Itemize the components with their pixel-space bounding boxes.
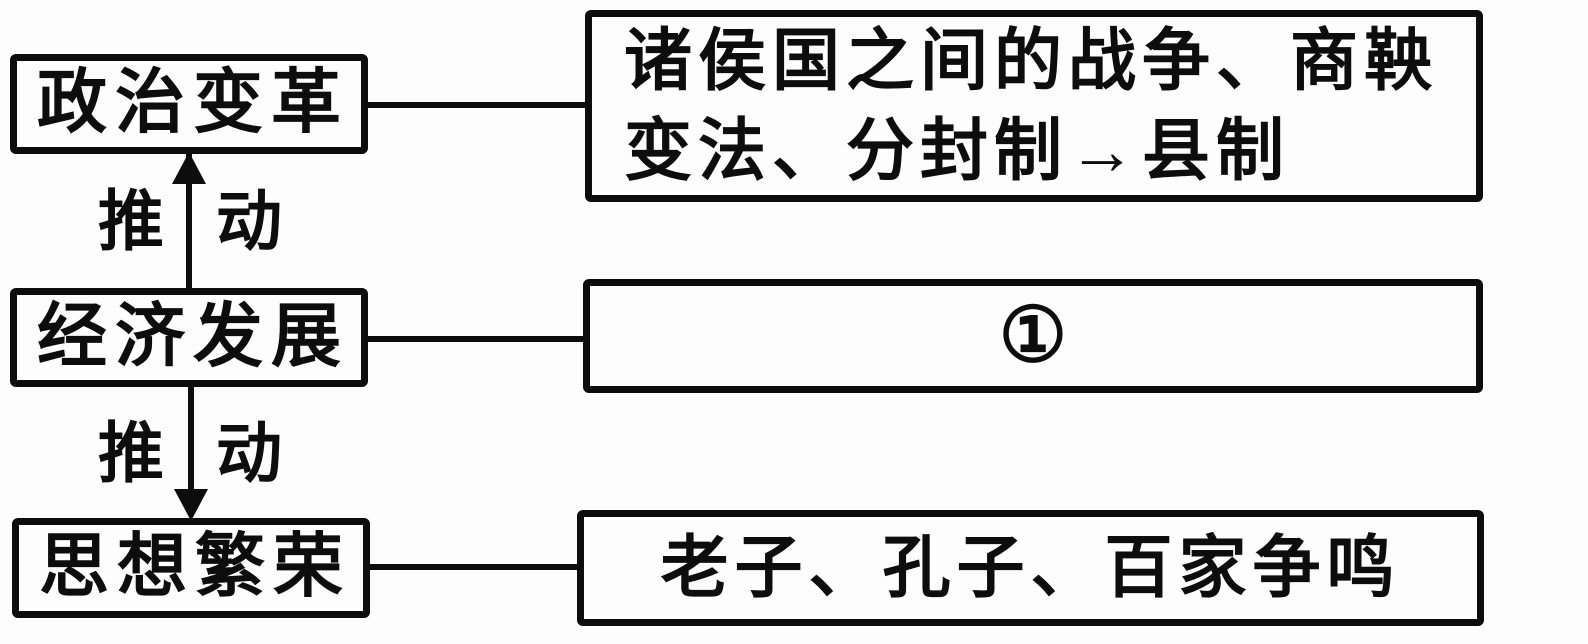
arrow-up-head <box>172 152 206 184</box>
political-details-line-2: 变法、分封制→县制 <box>624 113 1291 189</box>
box-political-reform-label: 政治变革 <box>37 65 349 142</box>
arrow-up-label-left: 推 <box>98 186 164 259</box>
arrow-up-shaft <box>186 154 192 290</box>
box-thought-flourishing-label: 思想繁荣 <box>39 529 351 606</box>
political-details-line-1: 诸侯国之间的战争、商鞅 <box>624 23 1439 99</box>
connector-thought <box>366 564 581 570</box>
arrow-down-shaft <box>188 387 194 493</box>
box-thought-flourishing: 思想繁荣 <box>12 518 370 618</box>
arrow-up-label: 推 动 <box>98 190 282 256</box>
arrow-down-head <box>174 489 208 521</box>
arrow-up-label-right: 动 <box>216 186 282 259</box>
box-political-reform-details: 诸侯国之间的战争、商鞅 变法、分封制→县制 <box>585 10 1483 202</box>
box-economic-development-details: ① <box>583 279 1483 393</box>
arrow-down-label-left: 推 <box>98 418 164 491</box>
box-economic-development-label: 经济发展 <box>37 298 349 376</box>
connector-political <box>364 102 589 108</box>
arrow-down-label: 推 动 <box>98 422 282 488</box>
arrow-down-label-right: 动 <box>216 418 282 491</box>
box-thought-flourishing-details: 老子、孔子、百家争鸣 <box>577 510 1484 626</box>
box-political-reform: 政治变革 <box>10 54 368 154</box>
thought-details-text: 老子、孔子、百家争鸣 <box>660 530 1401 606</box>
circled-one-placeholder: ① <box>998 294 1068 378</box>
connector-economic <box>364 336 587 342</box>
box-economic-development: 经济发展 <box>10 288 368 387</box>
